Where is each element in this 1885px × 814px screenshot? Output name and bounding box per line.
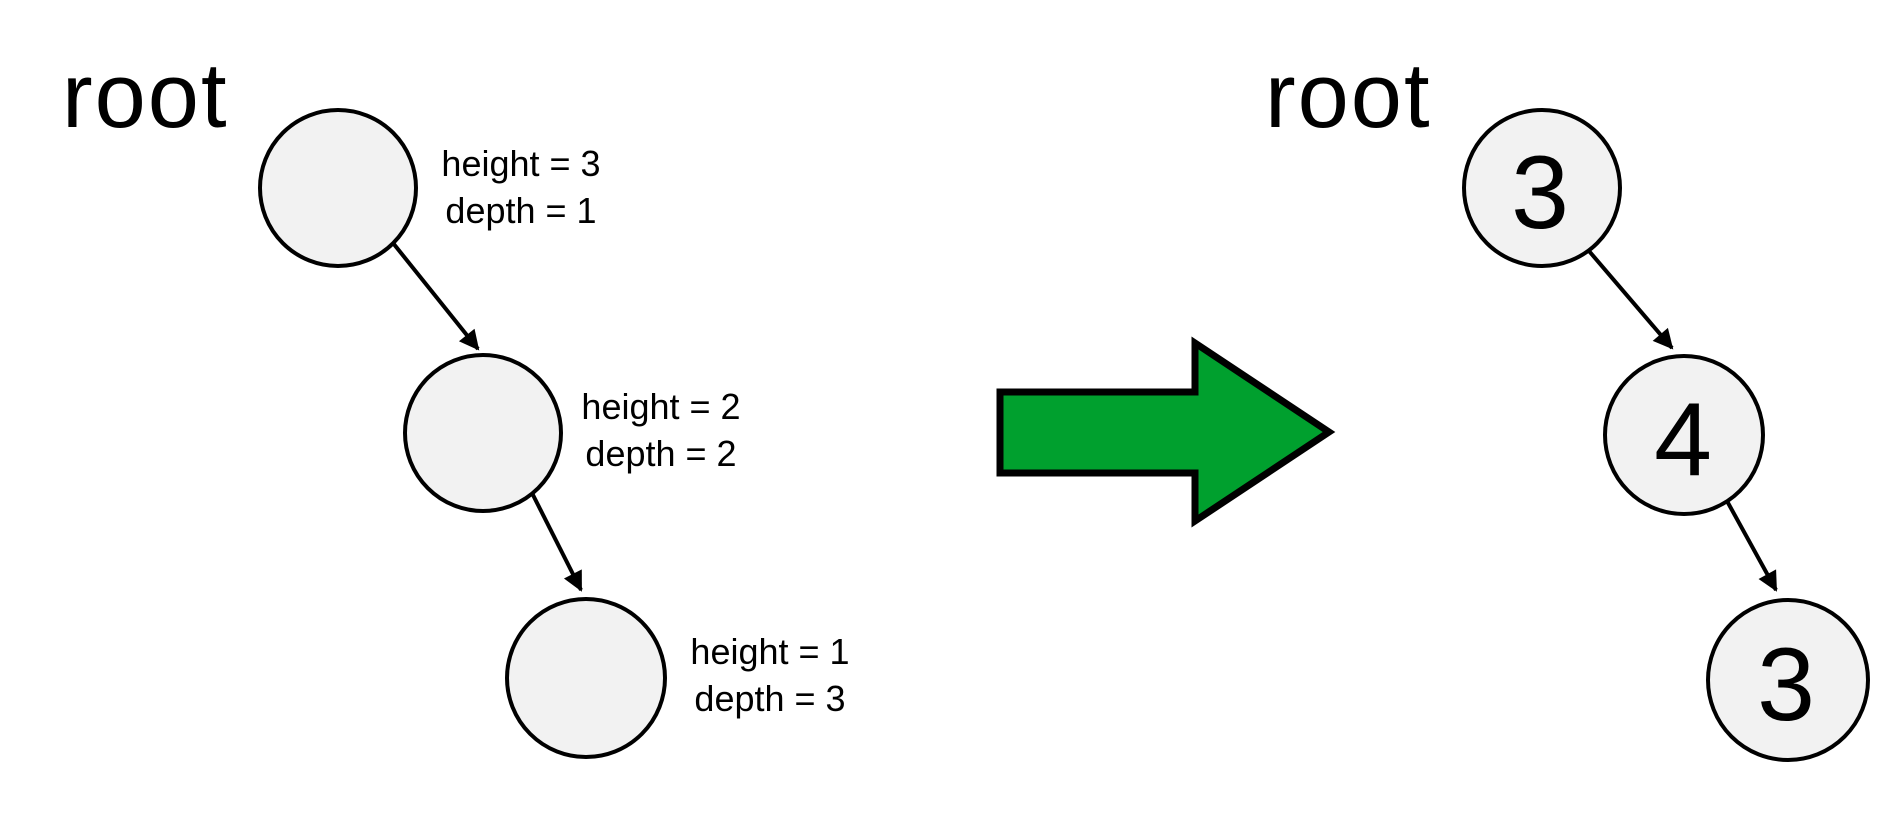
right-node3-value: 3 (1757, 627, 1815, 743)
node2-depth-annotation: depth = 2 (585, 433, 736, 474)
left-tree-node-2 (403, 353, 563, 513)
right-node2-value: 4 (1654, 382, 1712, 498)
node1-height-annotation: height = 3 (441, 143, 600, 184)
node3-depth-annotation: depth = 3 (694, 678, 845, 719)
left-tree-node-1 (258, 108, 418, 268)
right-tree: root 3 4 3 (1265, 45, 1870, 762)
node1-depth-annotation: depth = 1 (445, 190, 596, 231)
left-edge-node2-node3 (529, 490, 583, 592)
right-edge-node2-node3 (1725, 500, 1778, 592)
right-edge-node1-node2 (1587, 249, 1674, 350)
left-edge-node1-node2 (391, 241, 480, 351)
left-tree-node-3 (505, 597, 667, 759)
right-tree-node-1 (1462, 108, 1622, 268)
node3-height-annotation: height = 1 (690, 631, 849, 672)
right-root-label: root (1265, 45, 1432, 147)
green-transform-arrow-icon (996, 336, 1336, 528)
left-root-label: root (62, 45, 229, 147)
node2-height-annotation: height = 2 (581, 386, 740, 427)
right-tree-node-3 (1706, 598, 1870, 762)
right-tree-node-2 (1603, 354, 1765, 516)
right-node1-value: 3 (1511, 135, 1569, 251)
left-tree: root height = 3 depth = 1 height = 2 dep… (62, 45, 850, 759)
